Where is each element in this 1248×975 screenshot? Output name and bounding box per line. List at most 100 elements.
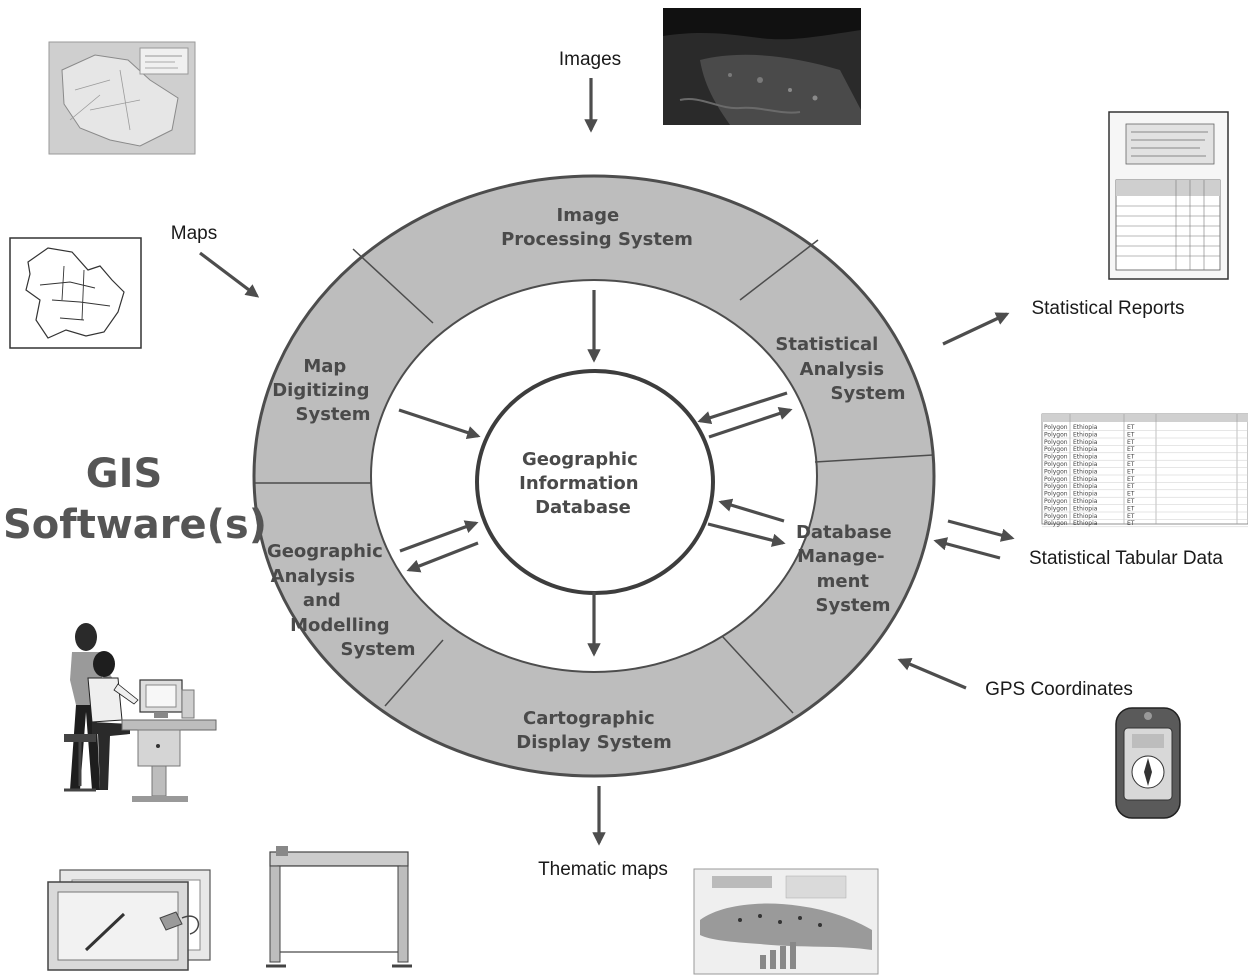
table-cell: Ethiopia bbox=[1073, 454, 1098, 461]
table-cell: Polygon bbox=[1044, 520, 1068, 527]
table-cell: Polygon bbox=[1044, 491, 1068, 498]
table-cell: ET bbox=[1127, 513, 1135, 520]
geographic-analysis-line-3: and bbox=[303, 590, 341, 611]
statistical-report-image bbox=[1108, 111, 1229, 280]
arrow-analysis-to-db bbox=[399, 520, 479, 553]
database-management-line-1: Database bbox=[796, 522, 892, 543]
outer-arrows bbox=[199, 78, 1015, 846]
maps-label: Maps bbox=[171, 223, 217, 244]
geographic-analysis-line-4: Modelling bbox=[290, 615, 390, 636]
thematic-map-image bbox=[693, 868, 879, 975]
gps-coordinates-label: GPS Coordinates bbox=[985, 679, 1133, 700]
gis-software-title: GIS Software(s) bbox=[3, 451, 267, 548]
image-processing-label: Image Processing System bbox=[501, 205, 693, 250]
arrow-db-to-analysis bbox=[406, 541, 479, 573]
cartographic-display-line-1: Cartographic bbox=[523, 708, 655, 729]
table-cell: Polygon bbox=[1044, 468, 1068, 475]
database-management-line-2: Manage- bbox=[797, 546, 885, 567]
table-cell: ET bbox=[1127, 491, 1135, 498]
table-cell: Ethiopia bbox=[1073, 498, 1098, 505]
table-cell: Ethiopia bbox=[1073, 431, 1098, 438]
table-cell: Ethiopia bbox=[1073, 520, 1098, 527]
arrow-db-to-dbms bbox=[707, 522, 786, 547]
arrow-db-to-stat bbox=[708, 407, 793, 439]
statistical-analysis-line-2: Analysis bbox=[800, 359, 884, 380]
table-cell: Ethiopia bbox=[1073, 424, 1098, 431]
table-cell: ET bbox=[1127, 431, 1135, 438]
thematic-maps-label: Thematic maps bbox=[538, 859, 668, 880]
gis-software-line-2: Software(s) bbox=[3, 502, 267, 548]
table-cell: Ethiopia bbox=[1073, 513, 1098, 520]
table-cell: Ethiopia bbox=[1073, 461, 1098, 468]
table-cell: Ethiopia bbox=[1073, 491, 1098, 498]
table-cell: Polygon bbox=[1044, 454, 1068, 461]
table-cell: Polygon bbox=[1044, 439, 1068, 446]
topographic-map-image bbox=[48, 41, 196, 155]
table-cell: ET bbox=[1127, 483, 1135, 490]
statistical-tabular-data-label: Statistical Tabular Data bbox=[1029, 548, 1223, 569]
table-cell: ET bbox=[1127, 498, 1135, 505]
digitizer-tablet-image bbox=[47, 869, 211, 971]
geographic-analysis-label: Geographic Analysis and Modelling System bbox=[267, 541, 416, 660]
table-cell: Polygon bbox=[1044, 431, 1068, 438]
table-cell: Ethiopia bbox=[1073, 505, 1098, 512]
ring-divider-bottom-right bbox=[721, 635, 794, 714]
gis-software-line-1: GIS bbox=[86, 451, 163, 497]
database-management-label: Database Manage- ment System bbox=[796, 522, 898, 616]
table-cell: ET bbox=[1127, 424, 1135, 431]
ring-divider-top-left bbox=[352, 248, 434, 324]
ring-divider-top-right bbox=[739, 239, 819, 301]
arrow-gps-in bbox=[897, 658, 967, 690]
arrow-tabular-in bbox=[933, 537, 1001, 560]
core-label: Geographic Information Database bbox=[519, 449, 645, 518]
statistical-analysis-line-1: Statistical bbox=[775, 334, 878, 355]
arrow-digitizing-to-db bbox=[398, 408, 481, 440]
geographic-analysis-line-5: System bbox=[341, 639, 416, 660]
gps-device-image bbox=[1115, 707, 1181, 819]
table-cell: Ethiopia bbox=[1073, 483, 1098, 490]
geographic-analysis-line-2: Analysis bbox=[271, 566, 355, 587]
statistical-analysis-line-3: System bbox=[831, 383, 906, 404]
inner-arrows bbox=[398, 290, 793, 657]
map-digitizing-line-3: System bbox=[296, 404, 371, 425]
table-cell: Polygon bbox=[1044, 476, 1068, 483]
arrow-dbms-to-db bbox=[718, 498, 785, 523]
core-line-2: Information bbox=[519, 473, 638, 494]
plotter-image bbox=[266, 846, 412, 968]
map-digitizing-line-2: Digitizing bbox=[272, 380, 369, 401]
map-digitizing-line-1: Map bbox=[303, 356, 346, 377]
ring-divider-bottom-left bbox=[384, 639, 444, 707]
map-digitizing-label: Map Digitizing System bbox=[272, 356, 376, 425]
table-cell: Polygon bbox=[1044, 424, 1068, 431]
database-management-line-4: System bbox=[816, 595, 891, 616]
table-cell: Polygon bbox=[1044, 498, 1068, 505]
table-cell: Polygon bbox=[1044, 505, 1068, 512]
table-cell: Ethiopia bbox=[1073, 476, 1098, 483]
satellite-image bbox=[663, 8, 861, 125]
table-cell: ET bbox=[1127, 446, 1135, 453]
ring-divider-right bbox=[814, 454, 934, 463]
table-cell: ET bbox=[1127, 454, 1135, 461]
table-cell: Polygon bbox=[1044, 461, 1068, 468]
table-cell: Ethiopia bbox=[1073, 446, 1098, 453]
table-cell: ET bbox=[1127, 439, 1135, 446]
database-management-line-3: ment bbox=[817, 571, 870, 592]
statistical-analysis-label: Statistical Analysis System bbox=[775, 334, 905, 404]
people-at-computer-image bbox=[64, 623, 217, 802]
table-cell: Polygon bbox=[1044, 513, 1068, 520]
table-cell: Polygon bbox=[1044, 446, 1068, 453]
table-cell: Ethiopia bbox=[1073, 439, 1098, 446]
table-cell: ET bbox=[1127, 461, 1135, 468]
table-cell: ET bbox=[1127, 520, 1135, 527]
image-processing-line-2: Processing System bbox=[501, 229, 693, 250]
arrow-tabular-out bbox=[947, 519, 1015, 542]
core-line-3: Database bbox=[535, 497, 631, 518]
cartographic-display-line-2: Display System bbox=[516, 732, 671, 753]
core-line-1: Geographic bbox=[522, 449, 638, 470]
statistical-reports-label: Statistical Reports bbox=[1031, 298, 1184, 319]
geographic-analysis-line-1: Geographic bbox=[267, 541, 383, 562]
images-label: Images bbox=[559, 49, 621, 70]
image-processing-line-1: Image bbox=[557, 205, 620, 226]
